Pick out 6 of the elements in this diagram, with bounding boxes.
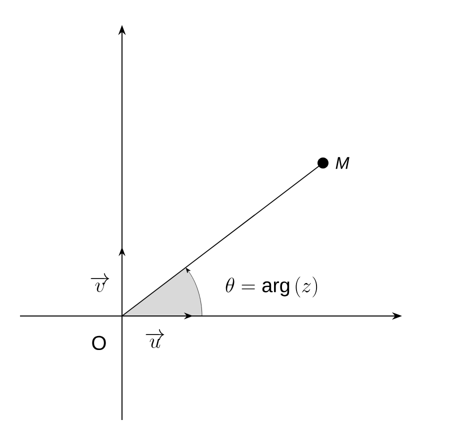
vector-label: $\overrightarrow{v}$	[90, 273, 110, 292]
vector-label: $\overrightarrow{u}$	[146, 329, 164, 348]
angle-label: $\theta = \arg\,(z)$	[226, 276, 318, 298]
origin-label: O	[92, 336, 106, 350]
point-dot	[318, 158, 328, 168]
point-label: M	[336, 157, 350, 169]
